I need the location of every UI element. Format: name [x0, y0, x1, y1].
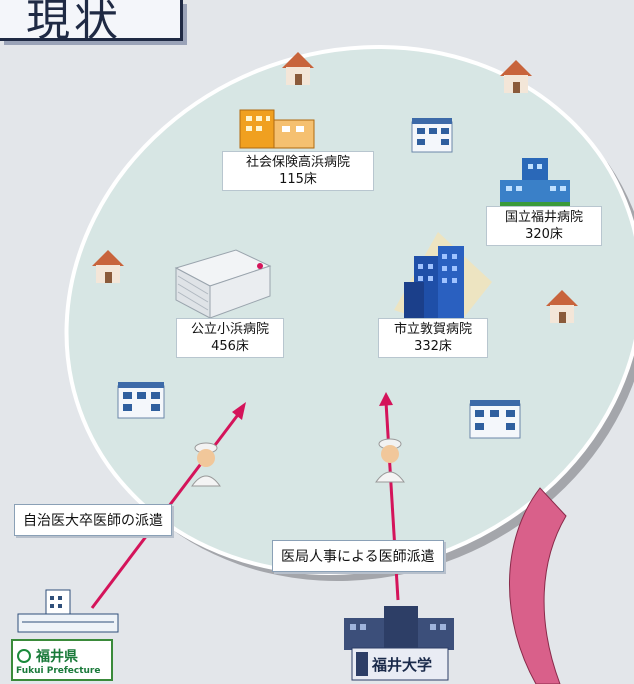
hospital-name: 公立小浜病院	[190, 322, 269, 337]
house-icon	[546, 290, 578, 323]
university-emblem-icon	[356, 652, 368, 676]
hospital-beds: 115床	[279, 172, 317, 187]
house-icon	[92, 250, 124, 283]
tsuruga-hospital-icon	[394, 232, 492, 330]
hospital-label-obama: 公立小浜病院 456床	[176, 318, 284, 358]
prefecture-office-building-icon	[17, 589, 119, 633]
takahama-hospital-icon	[239, 109, 315, 149]
callout-prefecture-dispatch: 自治医大卒医師の派遣	[14, 504, 172, 536]
prefecture-english-name: Fukui Prefecture	[16, 666, 101, 676]
hospital-label-tsuruga: 市立敦賀病院 332床	[378, 318, 488, 358]
hospital-beds: 456床	[211, 339, 249, 354]
university-name: 福井大学	[372, 656, 433, 674]
house-icon	[500, 60, 532, 93]
hospital-name: 市立敦賀病院	[393, 322, 472, 337]
hospital-name: 国立福井病院	[504, 210, 583, 225]
clinic-building-icon	[117, 382, 165, 419]
hospital-label-national-fukui: 国立福井病院 320床	[486, 206, 602, 246]
prefecture-emblem-icon	[17, 649, 31, 663]
obama-hospital-icon	[174, 249, 272, 319]
doctor-icon	[375, 438, 405, 483]
house-icon	[282, 52, 314, 85]
hospital-beds: 332床	[414, 339, 452, 354]
title-box: 現状	[0, 0, 183, 46]
page-title: 現状	[26, 0, 122, 46]
university-building-icon	[344, 606, 454, 650]
national-fukui-hospital-icon	[500, 158, 570, 206]
hospital-beds: 320床	[525, 227, 563, 242]
hospital-label-takahama: 社会保険高浜病院 115床	[222, 151, 374, 191]
prefecture-name: 福井県	[36, 649, 78, 665]
hospital-name: 社会保険高浜病院	[245, 155, 350, 170]
doctor-icon	[191, 442, 221, 487]
clinic-building-icon	[469, 400, 521, 439]
callout-university-dispatch: 医局人事による医師派遣	[272, 540, 444, 572]
clinic-building-icon	[411, 118, 453, 153]
pink-crescent-shape	[509, 487, 567, 684]
